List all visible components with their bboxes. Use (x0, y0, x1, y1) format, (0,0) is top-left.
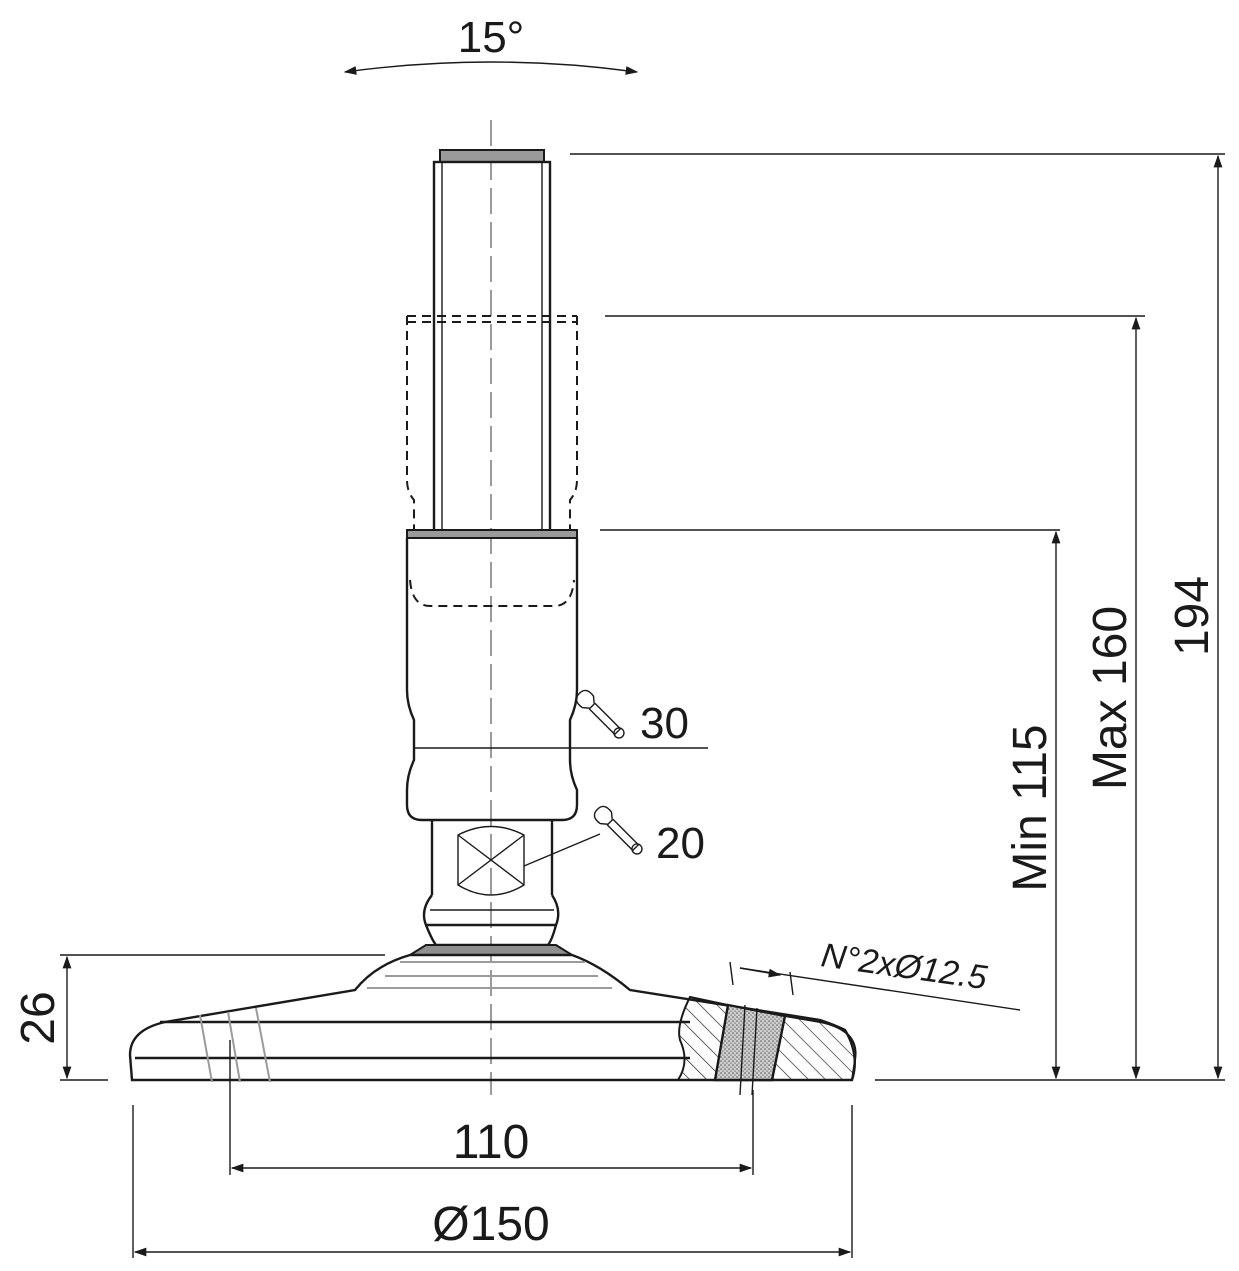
wrench-icon (593, 805, 643, 855)
wrench-30-callout: 30 (570, 689, 708, 749)
hole-spacing-label: 110 (453, 1116, 530, 1169)
base-height-label: 26 (12, 991, 65, 1044)
hole-spacing-dimension: 110 (229, 1040, 754, 1175)
height-dimensions: 194 Max 160 Min 115 (570, 153, 1225, 1081)
min-height-label: Min 115 (1004, 724, 1057, 891)
base-diameter-label: Ø150 (432, 1198, 549, 1251)
total-height-label: 194 (1166, 576, 1219, 656)
base-height-dimension: 26 (12, 954, 385, 1081)
section-hatch-right (770, 1014, 857, 1081)
section-hatch-left (676, 995, 730, 1081)
wrench-icon (575, 689, 625, 739)
tilt-angle-label: 15° (458, 13, 525, 62)
lock-nut-body (405, 529, 579, 822)
hidden-nut-max-position (406, 315, 578, 607)
holes-label: N°2xØ12.5 (819, 936, 989, 997)
neck-hex (406, 820, 576, 956)
wrench-30-label: 30 (640, 699, 689, 748)
wrench-20-label: 20 (656, 819, 705, 868)
tilt-angle-dimension: 15° (343, 13, 639, 75)
base-diameter-dimension: Ø150 (132, 1105, 853, 1258)
base-plate (128, 953, 857, 1096)
wrench-20-callout: 20 (523, 805, 705, 868)
holes-callout: N°2xØ12.5 (729, 936, 1021, 1011)
max-height-label: Max 160 (1084, 606, 1137, 790)
